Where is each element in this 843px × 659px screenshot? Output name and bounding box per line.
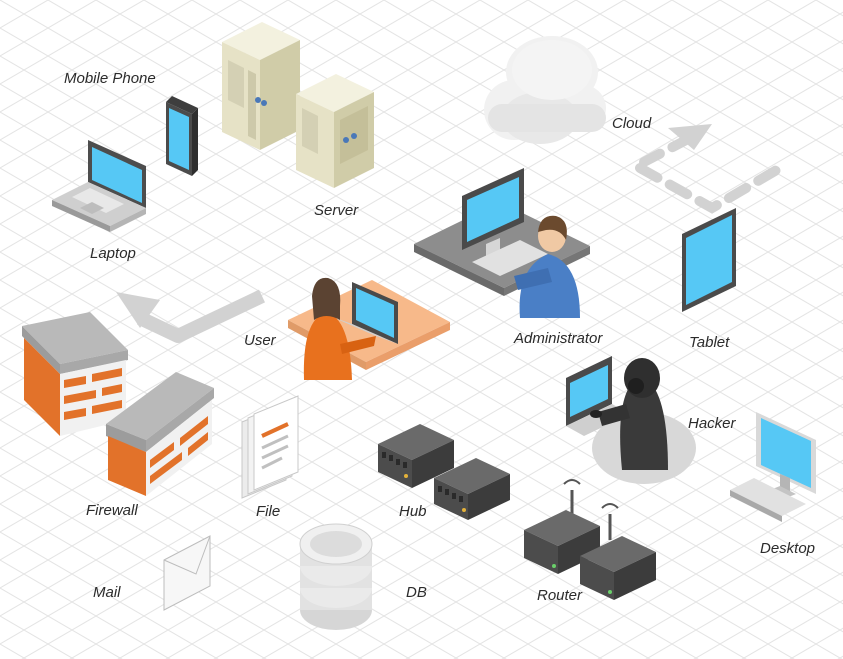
dashed-arrow-head	[668, 124, 712, 150]
dashed-arrow-icon	[635, 133, 785, 214]
return-arrow-icon	[116, 289, 266, 343]
user-label: User	[244, 332, 276, 349]
mobile-phone-label: Mobile Phone	[64, 70, 156, 87]
db-icon	[299, 523, 373, 630]
mail-label: Mail	[93, 584, 121, 601]
file-label: File	[256, 503, 281, 520]
router-label: Router	[537, 587, 583, 604]
hacker-icon	[566, 356, 696, 484]
tablet-icon	[682, 208, 736, 312]
db-label: DB	[406, 584, 427, 601]
hacker-label: Hacker	[688, 415, 736, 432]
firewall-icon	[22, 312, 214, 496]
router-icon	[524, 479, 656, 600]
mail-icon	[163, 535, 211, 611]
desktop-label: Desktop	[760, 540, 816, 557]
laptop-label: Laptop	[90, 245, 136, 262]
hub-label: Hub	[399, 503, 427, 520]
cloud-label: Cloud	[612, 115, 652, 132]
firewall-label: Firewall	[86, 502, 138, 519]
hub-icon	[378, 424, 510, 520]
server-icon	[222, 22, 374, 188]
administrator-label: Administrator	[514, 330, 603, 347]
desktop-icon	[730, 412, 816, 522]
laptop-icon	[52, 140, 146, 232]
mobile-phone-icon	[166, 96, 198, 176]
cloud-icon	[484, 36, 606, 144]
user-icon	[288, 277, 450, 380]
server-label: Server	[314, 202, 359, 219]
administrator-icon	[414, 168, 590, 318]
file-icon	[241, 395, 299, 499]
tablet-label: Tablet	[689, 334, 730, 351]
